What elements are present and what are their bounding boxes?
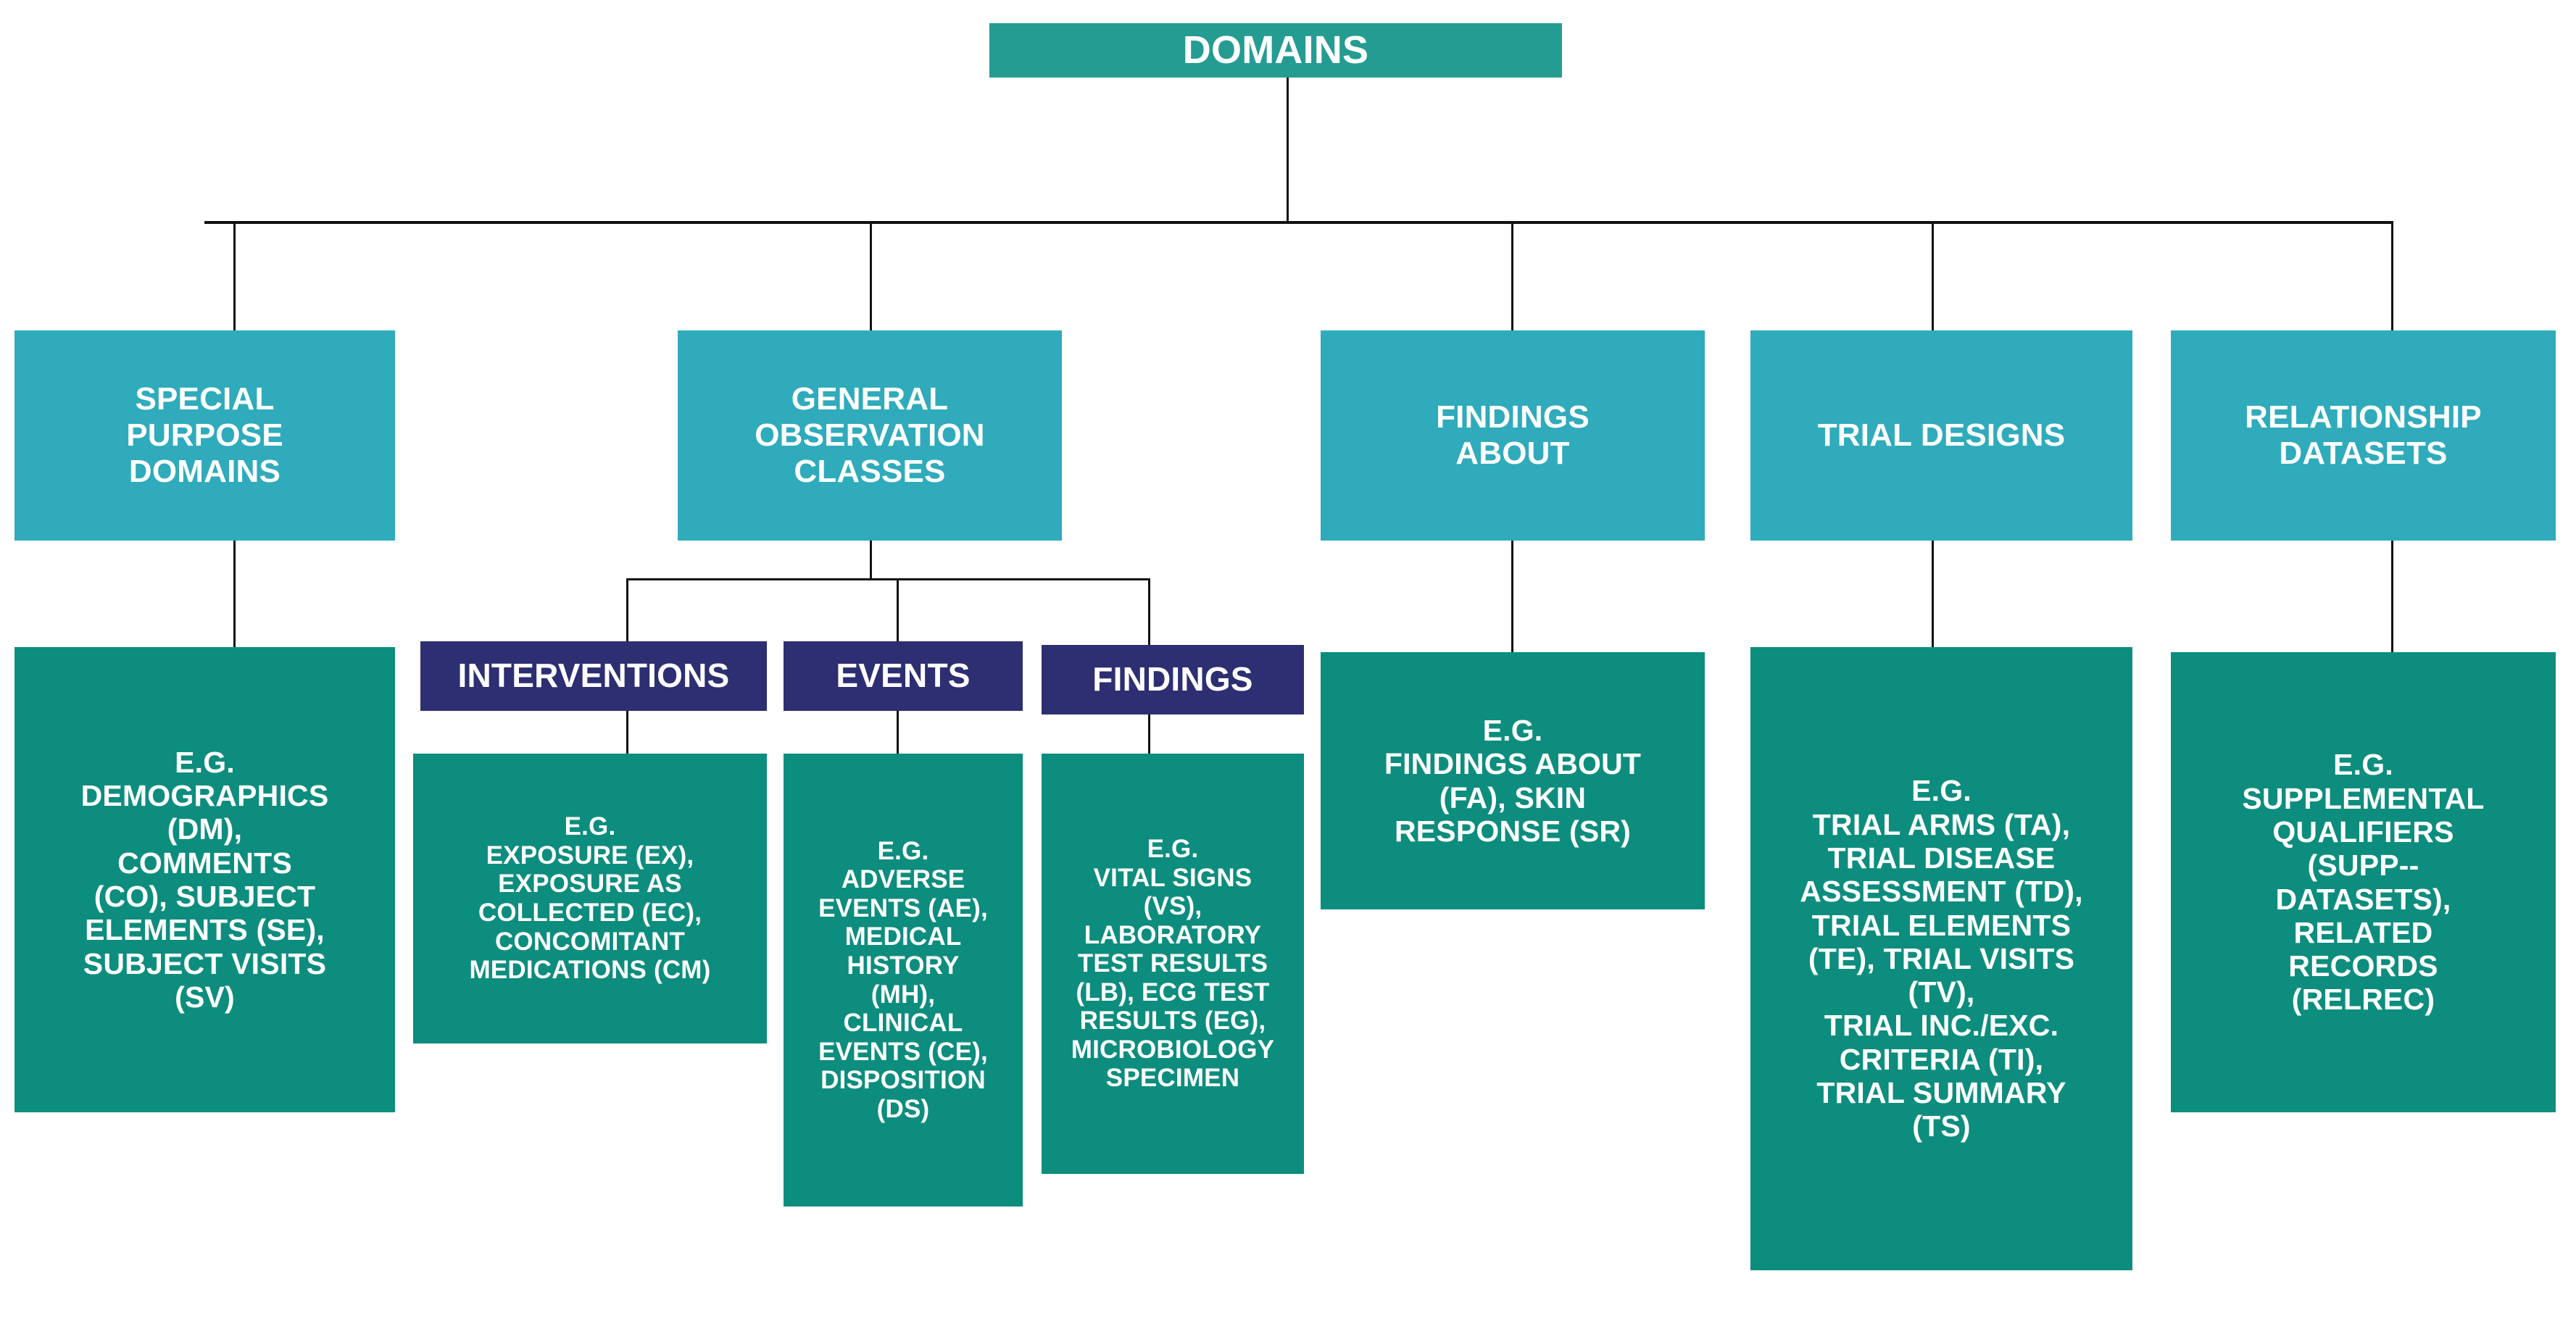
class-box-events[interactable]: EVENTS (784, 641, 1023, 711)
connector-goc-bus (626, 578, 1150, 580)
detail-text-events: E.G. ADVERSE EVENTS (AE), MEDICAL HISTOR… (818, 836, 988, 1123)
connector-interventions-to-detail (626, 711, 628, 754)
class-label-events: EVENTS (836, 657, 971, 695)
category-box-relationship-datasets[interactable]: RELATIONSHIP DATASETS (2171, 330, 2556, 541)
class-label-findings: FINDINGS (1092, 660, 1253, 699)
detail-text-special-purpose: E.G. DEMOGRAPHICS (DM), COMMENTS (CO), S… (80, 745, 329, 1014)
detail-box-findings-about-examples[interactable]: E.G. FINDINGS ABOUT (FA), SKIN RESPONSE … (1321, 652, 1705, 909)
class-box-interventions[interactable]: INTERVENTIONS (420, 641, 767, 711)
category-label-special-purpose-domains: SPECIAL PURPOSE DOMAINS (126, 381, 283, 489)
connector-findings-about-to-detail (1511, 541, 1513, 653)
connector-goc-stem (870, 541, 872, 580)
root-box-domains[interactable]: DOMAINS (989, 23, 1562, 78)
detail-box-special-purpose-examples[interactable]: E.G. DEMOGRAPHICS (DM), COMMENTS (CO), S… (14, 647, 395, 1112)
category-box-special-purpose-domains[interactable]: SPECIAL PURPOSE DOMAINS (14, 330, 395, 541)
category-box-findings-about[interactable]: FINDINGS ABOUT (1321, 330, 1705, 541)
connector-drop-general-observation (870, 221, 872, 331)
detail-text-relationship-datasets: E.G. SUPPLEMENTAL QUALIFIERS (SUPP-- DAT… (2242, 748, 2485, 1017)
detail-box-interventions-examples[interactable]: E.G. EXPOSURE (EX), EXPOSURE AS COLLECTE… (413, 754, 767, 1043)
class-label-interventions: INTERVENTIONS (457, 657, 730, 695)
category-label-general-observation-classes: GENERAL OBSERVATION CLASSES (755, 381, 985, 489)
detail-text-findings: E.G. VITAL SIGNS (VS), LABORATORY TEST R… (1071, 835, 1275, 1093)
detail-box-events-examples[interactable]: E.G. ADVERSE EVENTS (AE), MEDICAL HISTOR… (784, 754, 1023, 1207)
connector-events-to-detail (897, 711, 899, 754)
detail-box-trial-designs-examples[interactable]: E.G. TRIAL ARMS (TA), TRIAL DISEASE ASSE… (1750, 647, 2132, 1270)
connector-special-purpose-to-detail (233, 541, 236, 648)
detail-text-interventions: E.G. EXPOSURE (EX), EXPOSURE AS COLLECTE… (469, 812, 711, 985)
category-label-findings-about: FINDINGS ABOUT (1436, 399, 1590, 471)
connector-root-bus (204, 221, 2393, 224)
class-box-findings[interactable]: FINDINGS (1042, 645, 1304, 714)
category-box-general-observation-classes[interactable]: GENERAL OBSERVATION CLASSES (678, 330, 1062, 541)
root-box-label: DOMAINS (1182, 28, 1369, 72)
detail-box-relationship-datasets-examples[interactable]: E.G. SUPPLEMENTAL QUALIFIERS (SUPP-- DAT… (2171, 652, 2556, 1112)
connector-root-stem (1287, 75, 1289, 223)
connector-drop-events (897, 578, 899, 646)
category-label-relationship-datasets: RELATIONSHIP DATASETS (2245, 399, 2482, 471)
detail-text-trial-designs: E.G. TRIAL ARMS (TA), TRIAL DISEASE ASSE… (1800, 774, 2083, 1143)
detail-text-findings-about: E.G. FINDINGS ABOUT (FA), SKIN RESPONSE … (1384, 713, 1642, 848)
connector-relationship-datasets-to-detail (2391, 541, 2393, 653)
connector-trial-designs-to-detail (1932, 541, 1934, 648)
connector-drop-findings-about (1511, 221, 1513, 331)
connector-drop-special-purpose (233, 221, 236, 331)
connector-drop-trial-designs (1932, 221, 1934, 331)
detail-box-findings-examples[interactable]: E.G. VITAL SIGNS (VS), LABORATORY TEST R… (1042, 754, 1304, 1174)
category-label-trial-designs: TRIAL DESIGNS (1817, 417, 2066, 454)
connector-drop-relationship-datasets (2391, 221, 2393, 331)
connector-findings-to-detail (1148, 714, 1150, 754)
connector-drop-findings (1148, 578, 1150, 646)
category-box-trial-designs[interactable]: TRIAL DESIGNS (1750, 330, 2132, 541)
connector-drop-interventions (626, 578, 628, 646)
